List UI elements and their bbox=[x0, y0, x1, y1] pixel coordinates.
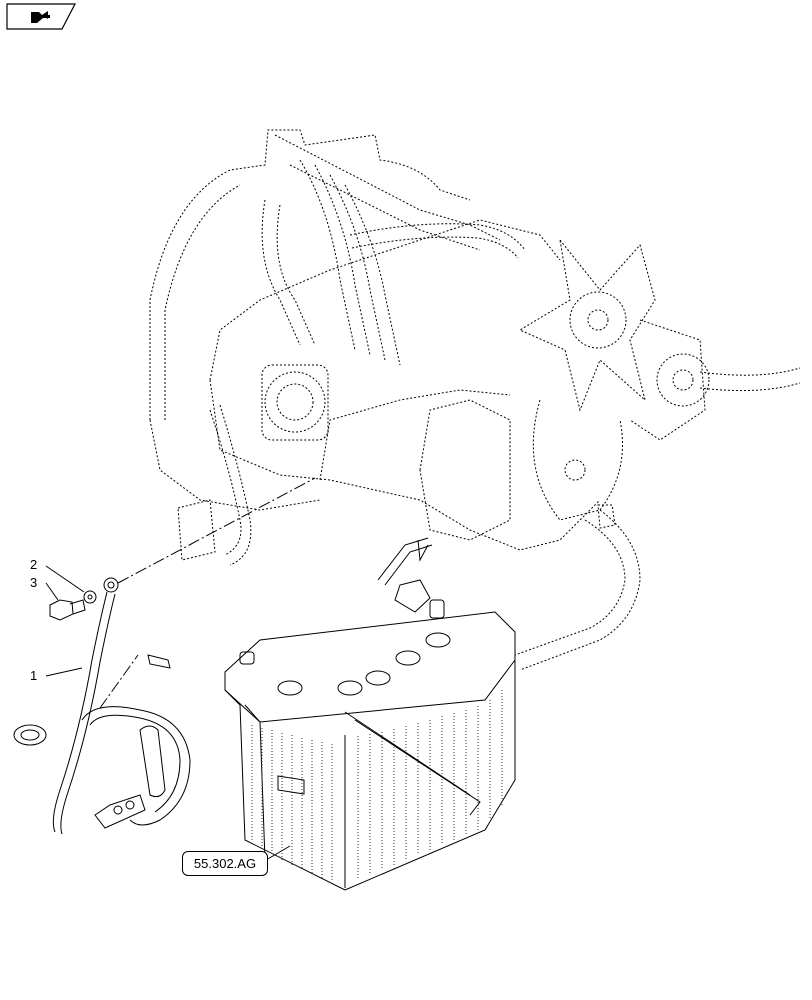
reference-label: 55.302.AG bbox=[193, 856, 257, 871]
reference-link-button[interactable]: 55.302.AG bbox=[182, 851, 268, 876]
bolt bbox=[49, 599, 86, 621]
go-to-section-icon bbox=[6, 3, 76, 30]
washer bbox=[83, 590, 97, 604]
engine-drawing bbox=[149, 129, 801, 671]
callout-2: 2 bbox=[30, 557, 38, 572]
leader-lines bbox=[45, 565, 291, 861]
battery-drawing bbox=[224, 599, 516, 891]
battery-cell-caps bbox=[277, 632, 451, 696]
go-to-section-button[interactable] bbox=[6, 3, 76, 30]
battery-harness bbox=[377, 537, 433, 613]
center-lines bbox=[99, 477, 316, 709]
callout-1: 1 bbox=[30, 668, 38, 683]
callout-3: 3 bbox=[30, 575, 38, 590]
ground-cable bbox=[13, 577, 191, 835]
